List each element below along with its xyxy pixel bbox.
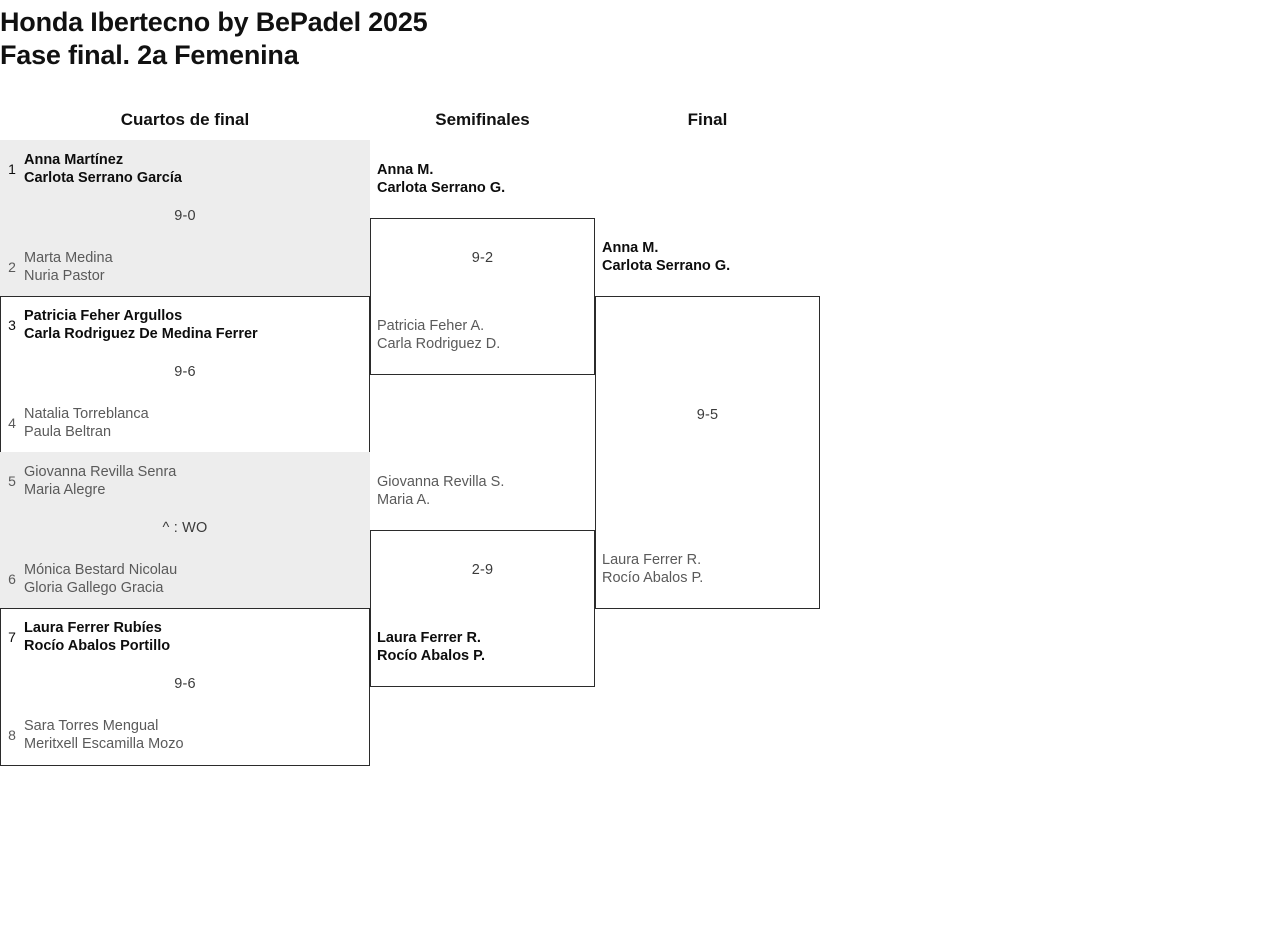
final-team-bottom[interactable]: Laura Ferrer R. Rocío Abalos P. — [602, 551, 703, 587]
semifinal-match-2[interactable]: 2-9 — [370, 530, 595, 687]
seed-number: 1 — [8, 161, 16, 177]
final-team-top[interactable]: Anna M. Carlota Serrano G. — [602, 239, 730, 275]
player-name-2: Gloria Gallego Gracia — [24, 580, 164, 596]
player-name-1: Laura Ferrer R. — [377, 630, 481, 646]
player-name-1: Giovanna Revilla S. — [377, 474, 505, 490]
seed-number: 6 — [8, 571, 16, 587]
page-title: Honda Ibertecno by BePadel 2025 Fase fin… — [0, 6, 900, 72]
player-name-2: Rocío Abalos Portillo — [24, 638, 171, 654]
match-score: 9-2 — [471, 250, 494, 266]
seed-number: 8 — [8, 727, 16, 743]
player-name-1: Sara Torres Mengual — [24, 718, 159, 734]
match-team-top[interactable]: 5 Giovanna Revilla Senra Maria Alegre — [0, 458, 370, 504]
match-team-bottom[interactable]: 6 Mónica Bestard Nicolau Gloria Gallego … — [0, 556, 370, 602]
seed-number: 4 — [8, 415, 16, 431]
player-name-2: Maria A. — [377, 492, 431, 508]
player-name-1: Marta Medina — [24, 250, 113, 266]
final-match[interactable]: 9-5 — [595, 296, 820, 609]
semifinal-match-1[interactable]: 9-2 — [370, 218, 595, 375]
match-team-top[interactable]: 3 Patricia Feher Argullos Carla Rodrigue… — [0, 302, 370, 348]
player-name-2: Paula Beltran — [24, 424, 112, 440]
player-name-2: Rocío Abalos P. — [377, 648, 485, 664]
player-name-1: Laura Ferrer R. — [602, 552, 702, 568]
player-name-2: Carlota Serrano G. — [377, 180, 506, 196]
player-name-1: Giovanna Revilla Senra — [24, 464, 177, 480]
team-names: Sara Torres Mengual Meritxell Escamilla … — [24, 717, 184, 753]
player-name-1: Patricia Feher A. — [377, 318, 485, 334]
team-names: Marta Medina Nuria Pastor — [24, 249, 113, 285]
player-name-2: Carlota Serrano G. — [602, 258, 731, 274]
match-score: 2-9 — [471, 562, 494, 578]
player-name-2: Meritxell Escamilla Mozo — [24, 736, 184, 752]
quarterfinal-match-2[interactable]: 3 Patricia Feher Argullos Carla Rodrigue… — [0, 296, 370, 453]
team-names: Natalia Torreblanca Paula Beltran — [24, 405, 149, 441]
seed-number: 3 — [8, 317, 16, 333]
match-team-bottom[interactable]: 4 Natalia Torreblanca Paula Beltran — [0, 400, 370, 446]
team-names: Laura Ferrer Rubíes Rocío Abalos Portill… — [24, 619, 170, 655]
quarterfinal-match-4[interactable]: 7 Laura Ferrer Rubíes Rocío Abalos Porti… — [0, 608, 370, 765]
team-names: Mónica Bestard Nicolau Gloria Gallego Gr… — [24, 561, 177, 597]
match-team-top[interactable]: 1 Anna Martínez Carlota Serrano García — [0, 146, 370, 192]
match-team-top[interactable]: 7 Laura Ferrer Rubíes Rocío Abalos Porti… — [0, 614, 370, 660]
round-header-quarterfinals: Cuartos de final — [120, 110, 250, 129]
match-score: 9-6 — [174, 364, 196, 380]
match-score: 9-0 — [174, 208, 196, 224]
tournament-name: Honda Ibertecno by BePadel 2025 — [0, 7, 428, 37]
round-header-final: Final — [687, 110, 728, 129]
seed-number: 7 — [8, 629, 16, 645]
match-team-bottom[interactable]: 2 Marta Medina Nuria Pastor — [0, 244, 370, 290]
quarterfinal-match-1[interactable]: 1 Anna Martínez Carlota Serrano García 9… — [0, 140, 370, 297]
semifinal-1-team-bottom[interactable]: Patricia Feher A. Carla Rodriguez D. — [377, 317, 500, 353]
player-name-2: Rocío Abalos P. — [602, 570, 704, 586]
team-names: Giovanna Revilla Senra Maria Alegre — [24, 463, 176, 499]
player-name-1: Anna M. — [602, 240, 659, 256]
match-score: 9-5 — [696, 407, 719, 423]
player-name-2: Carla Rodriguez De Medina Ferrer — [24, 326, 258, 342]
semifinal-2-team-bottom[interactable]: Laura Ferrer R. Rocío Abalos P. — [377, 629, 485, 665]
player-name-1: Anna M. — [377, 162, 434, 178]
player-name-2: Maria Alegre — [24, 482, 106, 498]
player-name-1: Mónica Bestard Nicolau — [24, 562, 178, 578]
tournament-phase: Fase final. 2a Femenina — [0, 40, 299, 70]
player-name-2: Nuria Pastor — [24, 268, 105, 284]
team-names: Anna Martínez Carlota Serrano García — [24, 151, 182, 187]
player-name-1: Patricia Feher Argullos — [24, 308, 183, 324]
team-names: Patricia Feher Argullos Carla Rodriguez … — [24, 307, 258, 343]
player-name-1: Laura Ferrer Rubíes — [24, 620, 162, 636]
semifinal-1-team-top[interactable]: Anna M. Carlota Serrano G. — [377, 161, 505, 197]
player-name-2: Carlota Serrano García — [24, 170, 182, 186]
semifinal-2-team-top[interactable]: Giovanna Revilla S. Maria A. — [377, 473, 504, 509]
round-header-semifinals: Semifinales — [435, 110, 530, 129]
player-name-1: Natalia Torreblanca — [24, 406, 149, 422]
seed-number: 5 — [8, 473, 16, 489]
quarterfinal-match-3[interactable]: 5 Giovanna Revilla Senra Maria Alegre ^ … — [0, 452, 370, 609]
match-score-walkover: ^ : WO — [162, 520, 208, 536]
match-score: 9-6 — [174, 676, 196, 692]
player-name-2: Carla Rodriguez D. — [377, 336, 501, 352]
seed-number: 2 — [8, 259, 16, 275]
match-team-bottom[interactable]: 8 Sara Torres Mengual Meritxell Escamill… — [0, 712, 370, 758]
player-name-1: Anna Martínez — [24, 152, 124, 168]
